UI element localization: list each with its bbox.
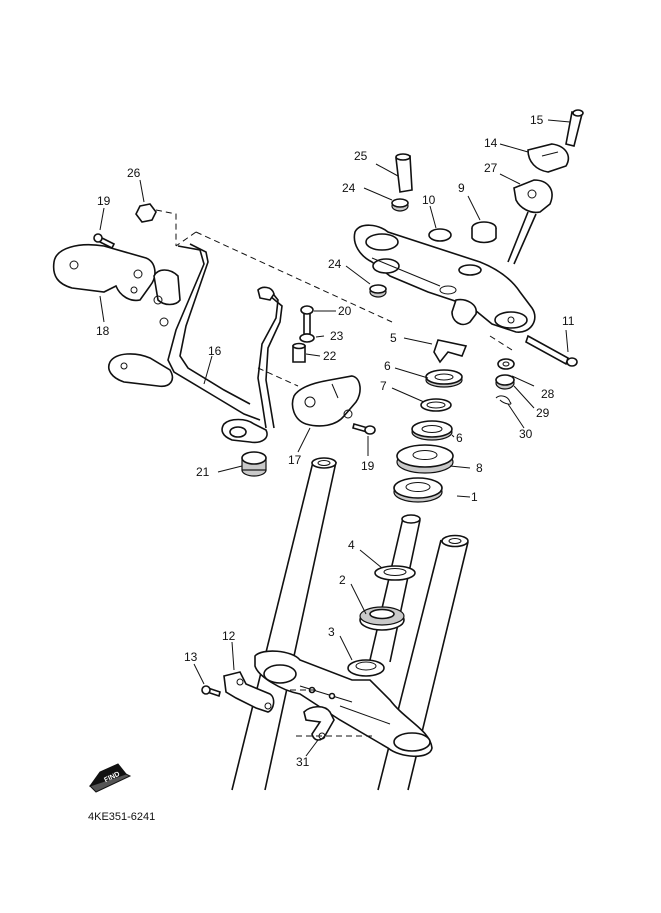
callout-7: 7	[380, 379, 387, 393]
ball-bearing	[359, 606, 405, 631]
callout-27: 27	[484, 161, 498, 175]
bolt-19-lower	[352, 423, 376, 435]
bracket-12	[223, 671, 275, 713]
callout-9: 9	[458, 181, 465, 195]
callout-30: 30	[519, 427, 533, 441]
handle-holder-lower	[507, 179, 553, 265]
callout-24a: 24	[342, 181, 356, 195]
callout-22: 22	[323, 349, 337, 363]
bearing-cover	[396, 444, 454, 474]
callout-15: 15	[530, 113, 544, 127]
bolt-19-upper	[93, 233, 116, 250]
callout-20: 20	[338, 304, 352, 318]
callout-3: 3	[328, 625, 335, 639]
headlight-stay-right	[221, 286, 283, 444]
callout-5: 5	[390, 331, 397, 345]
collar-upper	[395, 153, 413, 193]
washer-23	[299, 333, 315, 343]
bearing-race-upper	[393, 477, 443, 503]
callout-12: 12	[222, 629, 236, 643]
callout-2: 2	[339, 573, 346, 587]
headlight-stay-frame	[108, 243, 261, 421]
steering-stem-washer	[433, 339, 468, 364]
lock-washer	[420, 398, 452, 412]
steering-stem	[254, 514, 433, 758]
callout-19b: 19	[361, 459, 375, 473]
nut-26	[135, 203, 157, 223]
dust-seal	[374, 565, 416, 581]
callout-25: 25	[354, 149, 368, 163]
callout-31: 31	[296, 755, 310, 769]
callout-28: 28	[541, 387, 555, 401]
fork-tube-left	[231, 457, 337, 791]
hose-guide-31	[303, 705, 335, 741]
ring-nut-lower	[411, 420, 453, 441]
callout-10: 10	[422, 193, 436, 207]
nut-24-upper	[391, 198, 409, 212]
reference-code: 4KE351-6241	[88, 811, 155, 823]
callout-6a: 6	[384, 359, 391, 373]
ring-nut-upper	[425, 369, 463, 388]
upper-bracket-clamp	[451, 298, 477, 326]
callout-13: 13	[184, 650, 198, 664]
callout-26: 26	[127, 166, 141, 180]
bolt-20	[300, 305, 314, 335]
callout-17: 17	[288, 453, 302, 467]
callout-11: 11	[562, 314, 575, 328]
nut-24-lower	[369, 284, 387, 298]
leader-lines	[99, 119, 571, 757]
callout-4: 4	[348, 538, 355, 552]
fork-tube-right	[377, 534, 469, 791]
callout-14: 14	[484, 136, 498, 150]
callout-16: 16	[208, 344, 222, 358]
washer-28	[497, 358, 515, 370]
upper-bracket	[353, 224, 536, 333]
headlight-bracket-17	[291, 375, 361, 427]
callout-1: 1	[471, 490, 478, 504]
callout-24b: 24	[328, 257, 342, 271]
assembly-dashed-lines	[155, 209, 513, 737]
callout-labels: 1 2 3 4 5 6 6 7 8 9 10 11 12 13 14 15 16…	[96, 113, 575, 769]
callout-18: 18	[96, 324, 110, 338]
callout-23: 23	[330, 329, 344, 343]
callout-6b: 6	[456, 431, 463, 445]
handle-holder-upper	[527, 143, 570, 173]
nut-29	[495, 374, 515, 390]
bearing-race-lower	[347, 659, 385, 677]
pinch-bolt	[525, 334, 578, 367]
callout-21: 21	[196, 465, 210, 479]
callout-29: 29	[536, 406, 550, 420]
holder-bolt	[565, 109, 584, 147]
headlight-stay-left	[52, 244, 156, 302]
callout-19a: 19	[97, 194, 111, 208]
grommet-21	[241, 451, 267, 477]
cap-nut	[471, 221, 497, 244]
bolt-13	[201, 685, 221, 698]
collar-22	[292, 342, 306, 363]
cotter-pin	[495, 395, 512, 405]
callout-8: 8	[476, 461, 483, 475]
find-badge: FIND	[88, 763, 132, 793]
